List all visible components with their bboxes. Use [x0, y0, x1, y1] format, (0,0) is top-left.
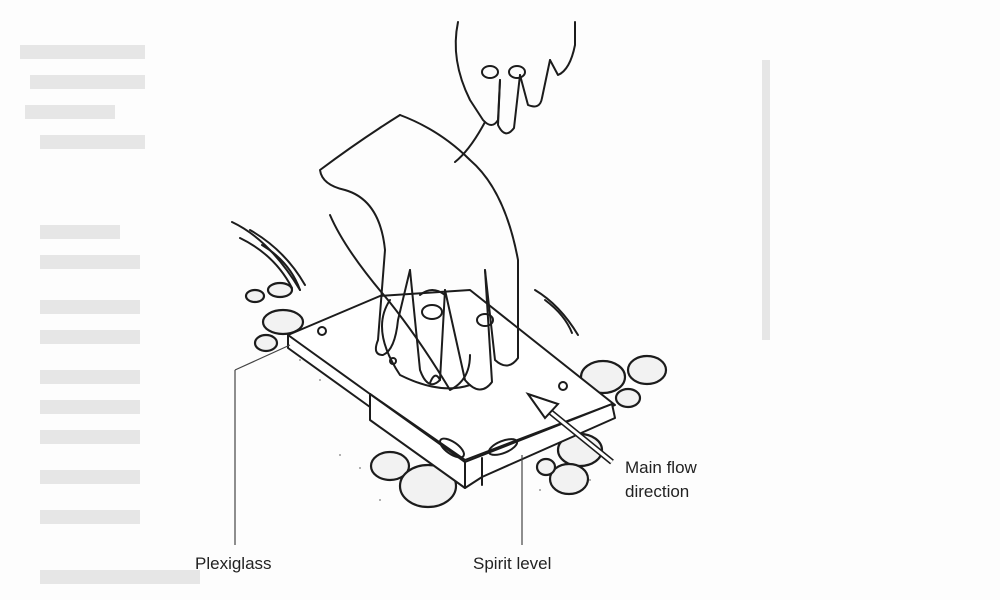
- hand-illustration: [319, 114, 519, 391]
- grass-tuft-icon: [231, 221, 579, 336]
- upper-hand-illustration: [454, 21, 576, 163]
- plexiglass-leader-line-angle: [234, 344, 291, 371]
- label-spirit-level: Spirit level: [473, 554, 552, 573]
- spirit-level: [369, 393, 616, 489]
- flow-arrow-icon: [525, 392, 614, 465]
- label-main-flow: Main flow: [625, 458, 697, 477]
- label-direction: direction: [625, 482, 690, 501]
- label-plexiglass: Plexiglass: [195, 554, 272, 573]
- bleed-through-marks: [20, 45, 770, 584]
